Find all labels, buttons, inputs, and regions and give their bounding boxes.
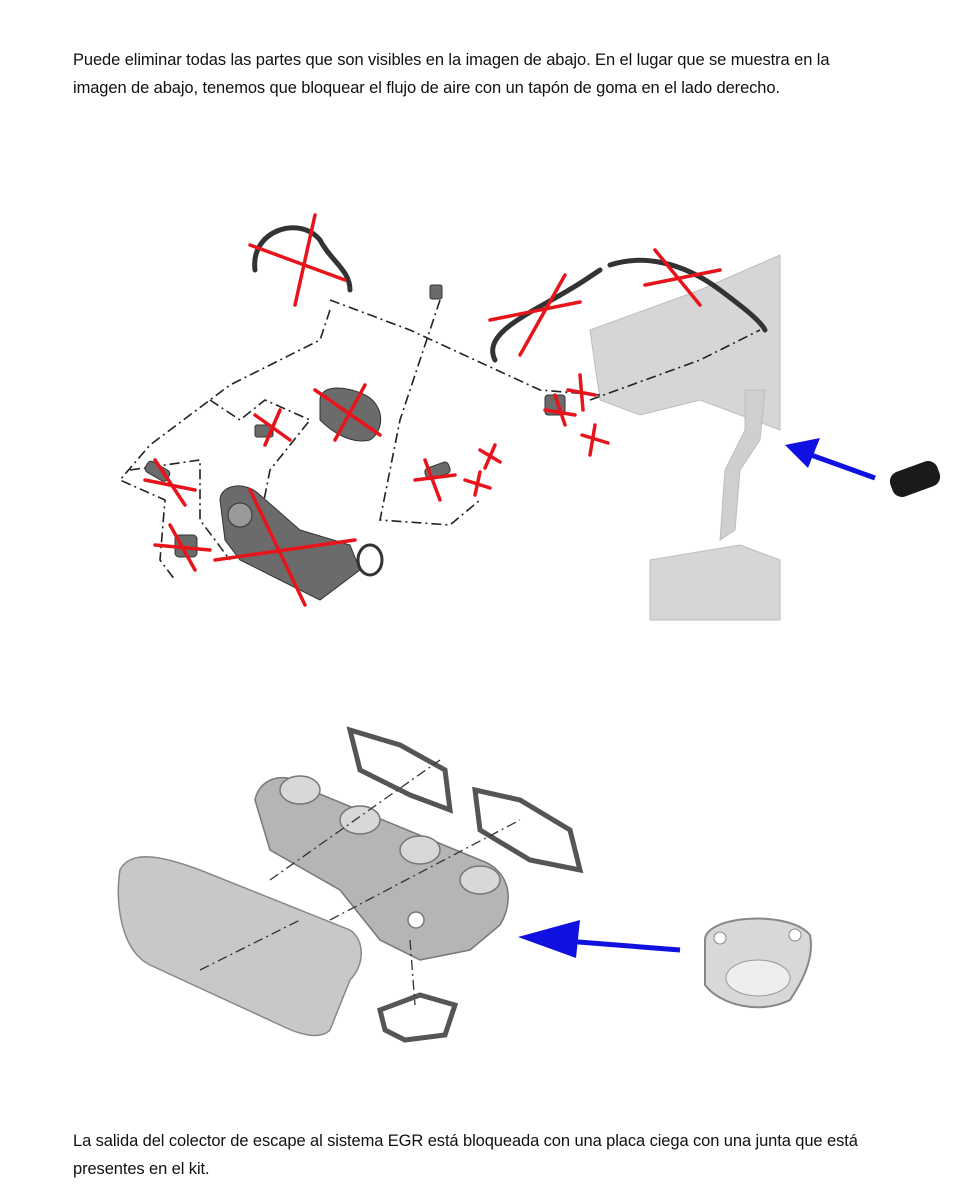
cross-out-marks <box>143 213 722 607</box>
exhaust-manifold-diagram <box>117 726 812 1043</box>
egr-removal-diagram <box>118 213 941 621</box>
egr-blanking-plate-icon <box>704 917 812 1009</box>
rubber-plug-icon <box>889 461 941 497</box>
dashed-connection-lines <box>118 299 761 581</box>
rubber-plug-arrow <box>785 438 876 481</box>
dashed-alignment-lines <box>199 759 521 1006</box>
intro-line-1: Puede eliminar todas las partes que son … <box>73 51 830 69</box>
outro-line-1: La salida del colector de escape al sist… <box>73 1132 858 1150</box>
engine-block-image <box>589 254 781 621</box>
hoses <box>252 225 768 363</box>
outro-paragraph: La salida del colector de escape al sist… <box>73 1127 954 1183</box>
manifold-gaskets <box>346 726 584 1043</box>
intro-line-2: imagen de abajo, tenemos que bloquear el… <box>73 79 780 97</box>
blanking-plate-arrow <box>518 920 681 958</box>
exhaust-manifold <box>254 775 509 961</box>
intro-paragraph: Puede eliminar todas las partes que son … <box>73 46 953 102</box>
outro-line-2: presentes en el kit. <box>73 1160 210 1178</box>
heat-shield <box>117 856 362 1037</box>
